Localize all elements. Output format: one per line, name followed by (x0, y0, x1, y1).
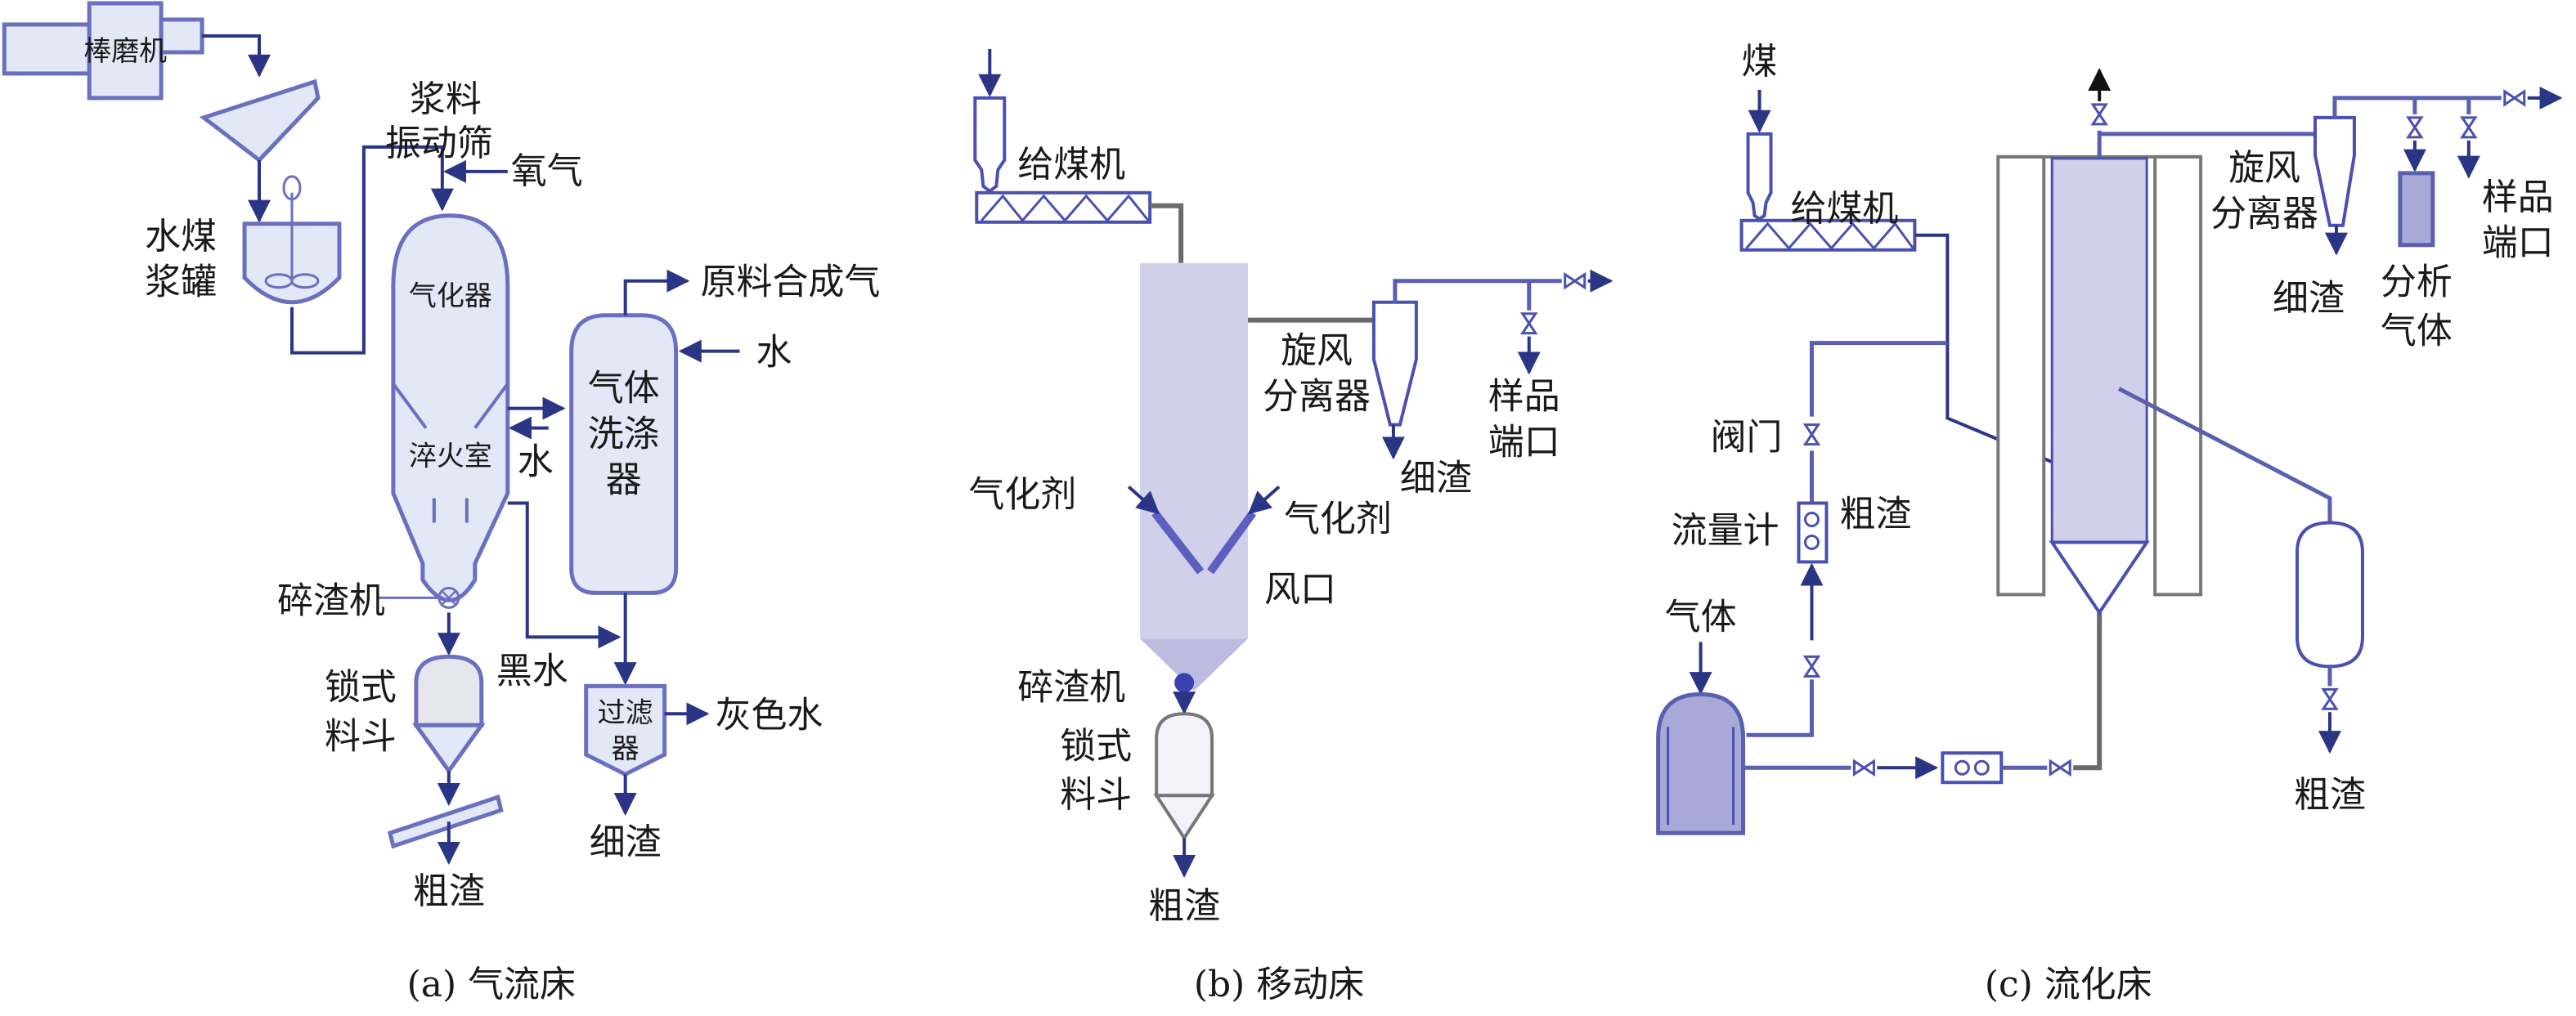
lock-hopper-label-2-b: 料斗 (1060, 774, 1132, 816)
valve-label: 阀门 (1711, 417, 1783, 459)
sample-port-label-2-c: 端口 (2482, 222, 2554, 264)
sample-port-label-2-b: 端口 (1488, 422, 1560, 463)
scrubber-label-1: 气体 (588, 368, 660, 410)
cyclone-label-2-b: 分离器 (1263, 376, 1371, 418)
grey-water-label: 灰色水 (716, 694, 824, 736)
caption-c: (c) 流化床 (1985, 964, 2152, 1005)
cyclone-label-1-b: 旋风 (1281, 330, 1353, 372)
analysis-gas-label-2: 气体 (2381, 311, 2453, 352)
lock-hopper-b (1153, 712, 1215, 841)
rod-mill-label: 棒磨机 (83, 35, 167, 68)
analyzer (2398, 171, 2435, 248)
sample-port-label-1-b: 样品 (1488, 376, 1560, 418)
vibrating-screen (199, 78, 321, 163)
lock-hopper-label-1: 锁式 (325, 666, 397, 708)
rod-mill: 棒磨机 (2, 1, 204, 101)
lock-hopper (412, 654, 486, 775)
gasifier-label: 气化器 (409, 280, 492, 313)
cyclone-c (2313, 115, 2356, 227)
tuyere-right (1207, 510, 1257, 575)
tuyere-left (1151, 510, 1205, 575)
gas-tank (1656, 692, 1746, 835)
sample-port-label-1-c: 样品 (2482, 177, 2554, 218)
fine-slag-label-c: 细渣 (2273, 278, 2345, 320)
coal-label: 煤 (1742, 41, 1778, 83)
fluidized-bed-reactor (1996, 154, 2203, 615)
water-quench-label: 水 (518, 441, 554, 483)
cyclone-label-2-c: 分离器 (2210, 193, 2318, 235)
coarse-slag-top-label: 粗渣 (1839, 493, 1911, 535)
raw-syngas-label: 原料合成气 (701, 262, 881, 303)
moving-bed-reactor (1140, 262, 1249, 693)
caption-a: (a) 气流床 (407, 964, 576, 1005)
slurry-screen-label-1: 浆料 (410, 78, 482, 120)
flowmeter-horizontal (1941, 751, 2004, 785)
cws-tank-label-2: 浆罐 (145, 262, 217, 303)
filter-label-1: 过滤 (598, 696, 653, 729)
coarse-slag-label-a: 粗渣 (413, 871, 485, 912)
analysis-gas-label-1: 分析 (2381, 262, 2453, 303)
oxygen-label: 氧气 (511, 150, 583, 192)
fine-slag-label-a: 细渣 (590, 821, 662, 863)
slurry-screen-label-2: 振动筛 (385, 123, 493, 164)
black-water-label: 黑水 (496, 650, 568, 692)
cyclone-b (1371, 300, 1418, 427)
filter (584, 683, 667, 777)
fine-slag-label-b: 细渣 (1400, 458, 1472, 499)
filter-label-2: 器 (612, 732, 640, 765)
coarse-slag-bottom-label: 粗渣 (2294, 774, 2366, 816)
gasifying-agent-label-right: 气化剂 (1284, 498, 1392, 539)
gasifier (391, 213, 510, 609)
gas-label: 气体 (1665, 596, 1737, 638)
panel-c-fluidized-bed: 煤 给煤机 阀门 流量计 粗渣 气体 (1656, 41, 2563, 1005)
caption-b: (b) 移动床 (1194, 964, 1364, 1005)
quench-chamber-label: 淬火室 (409, 441, 492, 473)
slurry-tank (242, 175, 342, 305)
coal-feeder-label-c: 给煤机 (1791, 188, 1899, 230)
slag-conveyor (387, 794, 504, 849)
gas-scrubber (569, 313, 679, 595)
panel-b-moving-bed: 给煤机 样品 端口 旋风 分离器 细渣 气化剂 气化剂 风口 碎渣机 (968, 48, 1613, 1005)
flowmeter-vertical (1797, 501, 1829, 564)
scrubber-water-label: 水 (756, 332, 792, 374)
coal-feeder-label-b: 给煤机 (1017, 144, 1125, 186)
slag-crusher-b (1174, 673, 1195, 693)
scrubber-label-3: 器 (606, 459, 642, 501)
cyclone-label-1-c: 旋风 (2228, 147, 2300, 189)
slag-crusher-label-b: 碎渣机 (1017, 666, 1125, 708)
scrubber-label-2: 洗涤 (588, 414, 660, 455)
tuyere-label: 风口 (1264, 568, 1336, 610)
cws-tank-label-1: 水煤 (145, 216, 217, 257)
panel-a-entrained-flow: 棒磨机 水煤 浆罐 浆料 振动筛 氧气 气化器 (2, 1, 881, 1005)
coarse-slag-label-b: 粗渣 (1148, 885, 1220, 927)
lock-hopper-label-1-b: 锁式 (1060, 725, 1132, 767)
gasifying-agent-label-left: 气化剂 (968, 474, 1076, 516)
lock-hopper-label-2: 料斗 (325, 715, 397, 757)
slag-crusher-label: 碎渣机 (277, 580, 385, 621)
flowmeter-label: 流量计 (1672, 509, 1779, 551)
slag-receiver (2296, 521, 2364, 669)
